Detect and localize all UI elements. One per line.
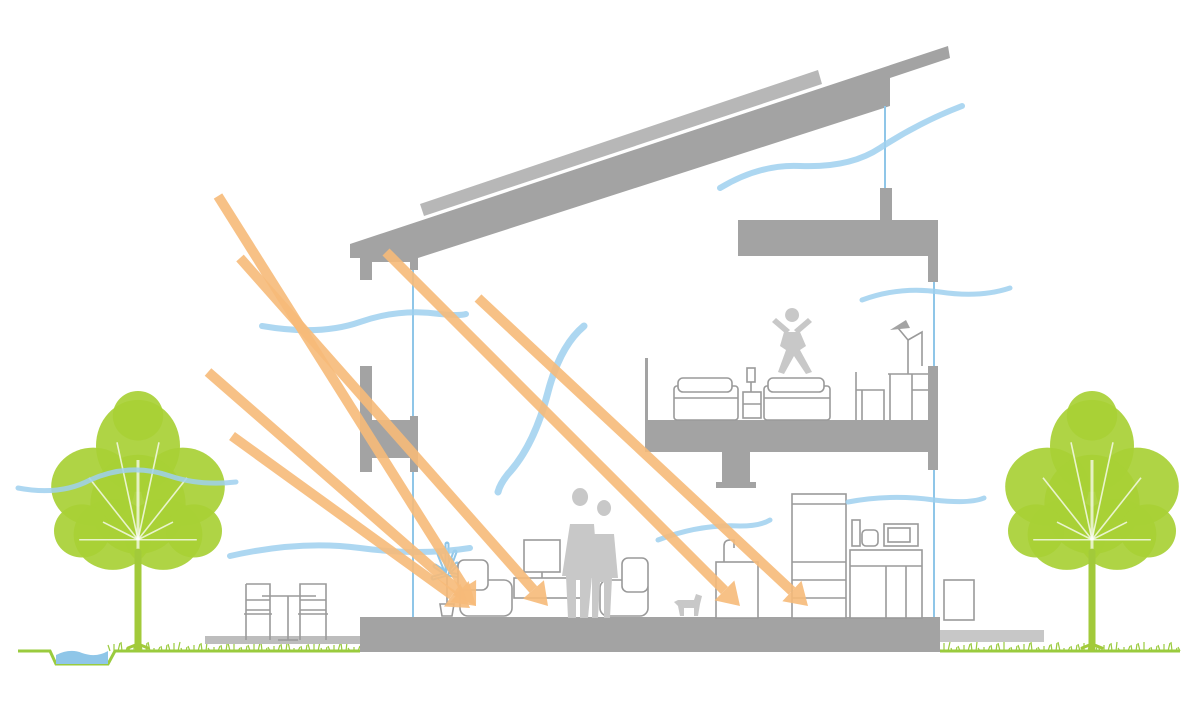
foundation-slab — [360, 617, 940, 652]
dog-icon — [674, 594, 702, 616]
kitchen-counter — [849, 519, 923, 619]
patio-set — [244, 583, 328, 641]
clerestory-mullion — [880, 188, 892, 222]
bed-right — [763, 377, 831, 421]
sofa-right — [599, 557, 649, 617]
right-wall — [928, 366, 938, 470]
wind-flow-icon — [655, 517, 773, 543]
grass-right — [937, 641, 1181, 652]
wind-flow-icon — [494, 322, 588, 496]
wind-flow-icon — [717, 103, 965, 191]
entry-step — [940, 630, 1044, 642]
side-cabinet — [943, 579, 975, 621]
balcony-rail — [645, 358, 648, 420]
tree-left — [51, 390, 225, 652]
desk-chair — [855, 372, 885, 420]
second-floor-slab — [645, 420, 935, 452]
sun-ray-arrow-icon — [236, 254, 548, 606]
refrigerator — [791, 493, 847, 619]
patio-chair-right — [298, 583, 328, 640]
wind-flow-icon — [845, 494, 987, 505]
patio-chair-left — [244, 583, 272, 640]
left-wall-post — [410, 416, 418, 472]
upper-floor-furniture — [673, 308, 928, 421]
ceiling-unit — [722, 452, 750, 482]
nightstand — [742, 367, 762, 419]
sun-ray-arrow-icon — [229, 431, 470, 608]
building-structure — [350, 46, 950, 652]
tree-right — [1005, 390, 1179, 652]
wind-flow-icon — [15, 467, 239, 494]
glazing — [412, 106, 935, 617]
wind-flow-icon — [859, 285, 1013, 303]
roof — [350, 46, 950, 280]
solar-panel — [420, 70, 822, 216]
sun-ray-arrow-icon — [382, 248, 740, 606]
bed-left — [673, 377, 739, 421]
sun-rays — [204, 193, 808, 608]
pond — [56, 650, 108, 664]
sun-ray-arrow-icon — [474, 294, 808, 606]
sun-ray-arrow-icon — [204, 368, 476, 606]
upper-roof-slab — [738, 220, 938, 256]
couple-standing — [562, 488, 618, 618]
patio-table — [262, 595, 316, 641]
lamp-icon — [890, 320, 923, 374]
desk — [888, 373, 928, 420]
upper-wall-stub — [928, 256, 938, 282]
ceiling-unit-base — [716, 482, 756, 488]
child-jumping — [772, 308, 812, 374]
